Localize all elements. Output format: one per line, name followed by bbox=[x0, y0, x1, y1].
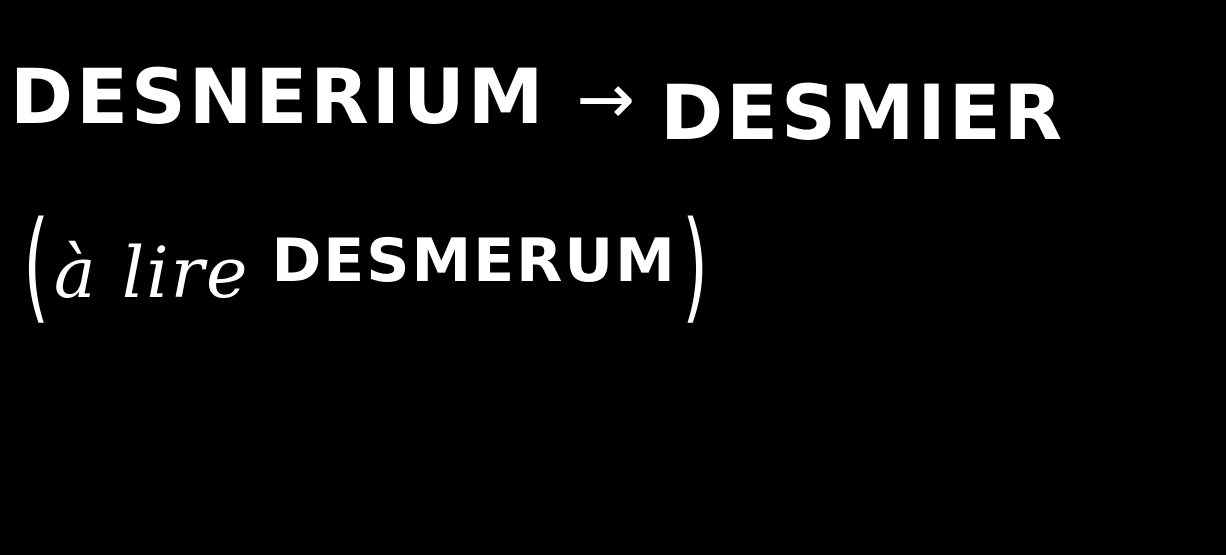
reading-note-line: (à lire DESMERUM) bbox=[12, 188, 772, 338]
reading-prefix: à lire bbox=[53, 231, 250, 314]
arrow-icon: → bbox=[576, 58, 639, 140]
reading-word: DESMERUM bbox=[271, 225, 677, 296]
etymology-line: DESNERIUM → DESMIER bbox=[10, 38, 1210, 158]
close-parenthesis: ) bbox=[682, 196, 710, 336]
open-parenthesis: ( bbox=[23, 196, 51, 336]
source-word: DESNERIUM bbox=[10, 52, 547, 141]
target-word: DESMIER bbox=[660, 68, 1066, 157]
